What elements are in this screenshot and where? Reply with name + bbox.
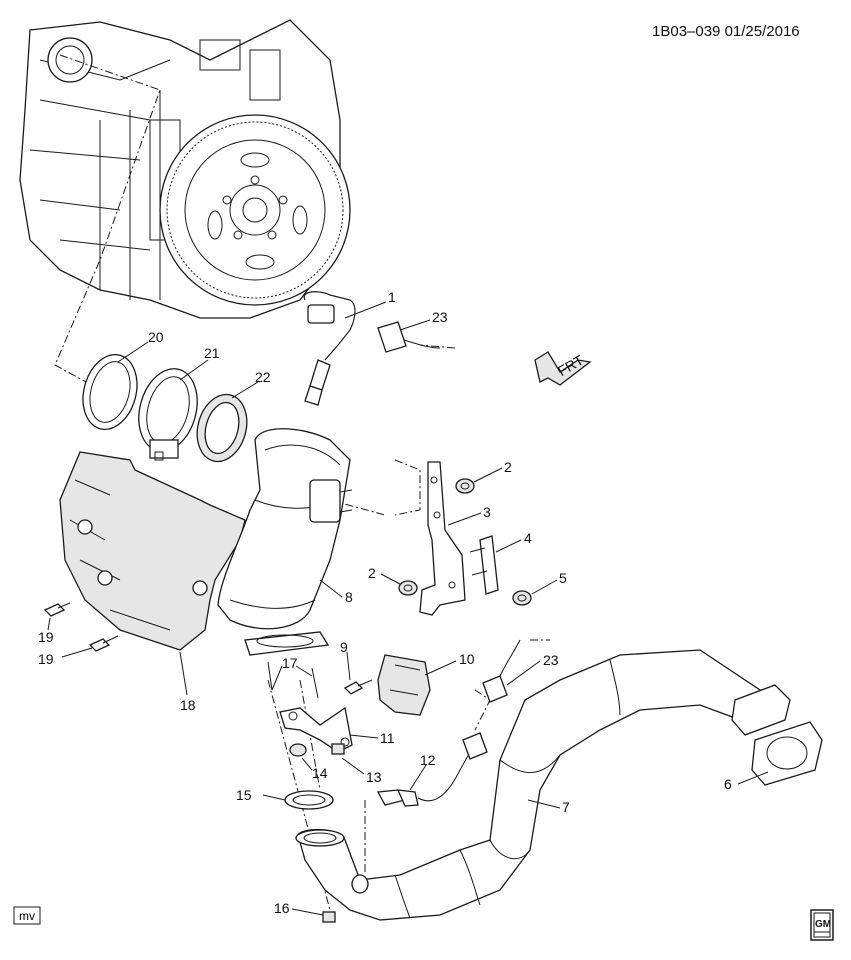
- gm-logo-text: GM: [815, 919, 831, 930]
- callout-7: 7: [562, 799, 570, 815]
- callout-8: 8: [345, 589, 353, 605]
- engine-block: [19, 19, 351, 319]
- leader-lines: [47, 301, 769, 916]
- callout-21: 21: [204, 345, 220, 361]
- downstream-oxygen-sensor: [376, 751, 471, 807]
- callout-2-lower: 2: [368, 565, 376, 581]
- stud-nut: [512, 590, 532, 606]
- bracket-nut-right: [331, 743, 345, 755]
- exhaust-clamp: [138, 368, 198, 461]
- pipe-nut: [322, 911, 336, 923]
- mv-badge-text: mv: [19, 909, 35, 923]
- callout-5: 5: [559, 570, 567, 586]
- callout-10: 10: [459, 651, 475, 667]
- heat-shield-bolt-small: [343, 679, 373, 695]
- catalytic-converter: [217, 428, 353, 656]
- exhaust-seal: [196, 393, 248, 463]
- callout-2-upper: 2: [504, 459, 512, 475]
- flange-studs: [267, 661, 319, 699]
- flange-bracket: [279, 706, 353, 753]
- callout-22: 22: [255, 369, 271, 385]
- converter-bracket: [419, 461, 466, 616]
- callout-1: 1: [388, 289, 396, 305]
- callout-17: 17: [282, 655, 298, 671]
- callout-numbers: 1 23 20 21 22 2 3 4 2 5 8 19 19 18 9 10 …: [38, 289, 732, 916]
- diagram-reference-code: 1B03–039 01/25/2016: [652, 23, 800, 40]
- front-exhaust-pipe: [295, 649, 791, 921]
- upstream-oxygen-sensor: [303, 291, 356, 406]
- gasket-ring: [82, 354, 138, 430]
- oxygen-sensor-connector-upper: [377, 321, 441, 353]
- bracket-nut-upper: [455, 478, 475, 494]
- callout-13: 13: [366, 769, 382, 785]
- heat-shield-bolt-upper: [43, 602, 71, 617]
- callout-6: 6: [724, 776, 732, 792]
- flange-gasket: [284, 790, 334, 810]
- callout-18: 18: [180, 697, 196, 713]
- callout-15: 15: [236, 787, 252, 803]
- pipe-flange-gasket: [751, 721, 823, 786]
- callout-14: 14: [312, 765, 328, 781]
- callout-19-upper: 19: [38, 629, 54, 645]
- callout-11: 11: [380, 730, 395, 746]
- stud-plate: [469, 535, 499, 595]
- bracket-nut-lower: [398, 580, 418, 596]
- oxygen-sensor-connector-lower: [462, 639, 521, 760]
- callout-16: 16: [274, 900, 290, 916]
- heat-shield: [59, 451, 246, 651]
- callout-23-lower: 23: [543, 652, 559, 668]
- gm-logo: GM: [810, 909, 834, 941]
- callout-23-upper: 23: [432, 309, 448, 325]
- callout-4: 4: [524, 530, 532, 546]
- lower-heat-shield: [377, 654, 431, 716]
- heat-shield-bolt-lower: [88, 635, 119, 652]
- callout-3: 3: [483, 504, 491, 520]
- callout-12: 12: [420, 752, 436, 768]
- front-direction-arrow: FRT: [534, 351, 592, 386]
- callout-9: 9: [340, 639, 348, 655]
- bracket-nut-small: [289, 743, 307, 757]
- callout-19-lower: 19: [38, 651, 54, 667]
- mv-badge: mv: [13, 906, 41, 925]
- callout-20: 20: [148, 329, 164, 345]
